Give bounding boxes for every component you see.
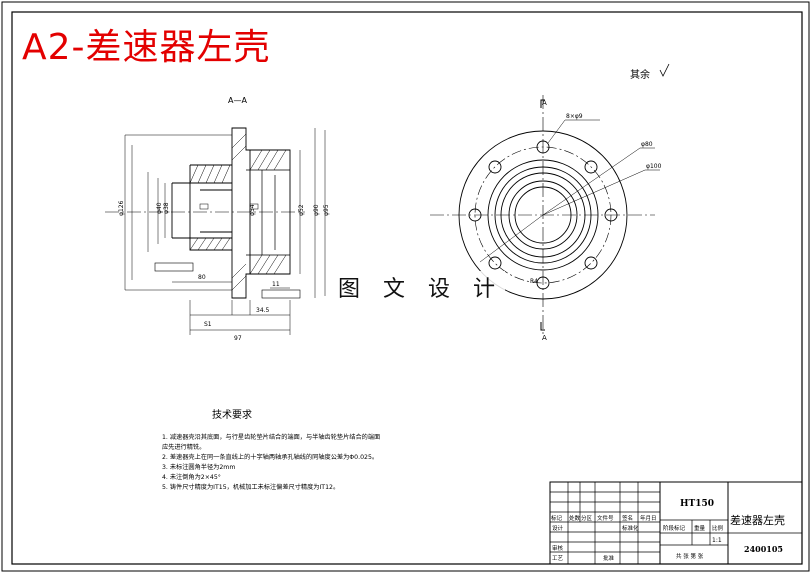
tb-zone: 分区 (581, 514, 593, 522)
dim-label: 34.5 (256, 307, 270, 314)
flange-outer-circle (458, 130, 628, 300)
bolt-hole (488, 160, 502, 174)
dim-label: 8×φ9 (566, 113, 583, 120)
front-view (430, 95, 660, 335)
inner-border (11, 11, 803, 565)
section-view-a-a (105, 127, 326, 335)
dim-label: φ95 (323, 204, 330, 216)
dimension-lines (124, 128, 326, 335)
tb-doc-no: 文件号 (597, 514, 614, 522)
tech-note: 4. 未注倒角为2×45° (162, 474, 221, 481)
tb-drawing-no: 2400105 (744, 544, 783, 554)
bolt-hole (488, 256, 502, 270)
tb-part-name: 差速器左壳 (730, 513, 785, 527)
dim-label: R4 (530, 278, 538, 285)
dimension-labels-left: S1 34.5 97 80 11 φ38 φ40 φ54 φ52 φ90 φ95… (118, 200, 330, 342)
dim-label: φ54 (249, 204, 256, 216)
dim-label: φ90 (313, 204, 320, 216)
dim-label: φ80 (641, 141, 653, 148)
tb-sheets: 共 张 第 张 (676, 552, 704, 560)
bolt-hole (584, 160, 598, 174)
dim-label: φ100 (646, 163, 662, 170)
tb-review: 审核 (552, 544, 564, 552)
bolt-hole (468, 208, 482, 222)
bolt-hole (536, 140, 550, 154)
dim-label: 80 (198, 274, 206, 281)
section-marker-bottom: A (542, 334, 547, 342)
tb-standard: 标准化 (622, 524, 639, 532)
tb-process: 工艺 (552, 555, 564, 562)
bolt-hole (536, 276, 550, 290)
flange-outline (231, 127, 251, 299)
tb-design: 设计 (552, 524, 564, 532)
dim-label: φ52 (298, 204, 305, 216)
tb-material: HT150 (680, 499, 714, 509)
hatching (189, 133, 287, 291)
tb-stage: 阶段标记 (663, 524, 686, 532)
section-marker-top: A (542, 99, 547, 107)
dim-label: 11 (272, 281, 280, 288)
tb-count: 处数 (569, 514, 581, 522)
tech-note: 应先进行精铣。 (162, 444, 206, 451)
tech-note: 2. 差速器壳上在同一条直线上的十字轴两轴承孔轴线的同轴度公差为Φ0.025。 (162, 454, 379, 461)
bolt-hole (584, 256, 598, 270)
tb-scale: 1:1 (712, 537, 722, 544)
dim-label: 97 (234, 335, 242, 342)
dim-label: φ38 (163, 202, 170, 214)
tb-date: 年月日 (640, 514, 657, 522)
dimension-labels-right: 8×φ9 φ80 φ100 R4 A A (530, 99, 662, 342)
section-label: A—A (228, 96, 247, 105)
tb-mark: 标记 (551, 514, 563, 522)
watermark-text: 图 文 设 计 (336, 271, 505, 303)
tolerance-frame (261, 289, 301, 299)
inner-bore (171, 182, 232, 239)
tech-note: 5. 铸件尺寸精度为IT15，机械加工未标注偏差尺寸精度为IT12。 (162, 484, 340, 491)
dim-label: φ126 (118, 200, 125, 216)
tolerance-frame (154, 262, 194, 272)
roughness-symbol (659, 63, 670, 77)
bolt-holes (468, 140, 618, 290)
tb-ratio: 比例 (712, 524, 724, 532)
drawing-title: A2-差速器左壳 (22, 27, 271, 68)
bolt-hole (604, 208, 618, 222)
dim-label: φ40 (156, 202, 163, 214)
tech-note: 3. 未标注圆角半径为2mm (162, 464, 236, 471)
dim-label: S1 (204, 321, 212, 328)
tech-note: 1. 减速器壳沿其底面，与行星齿轮垫片结合的端面，与半轴齿轮垫片结合的端面 (162, 434, 381, 441)
tech-requirements-list: 1. 减速器壳沿其底面，与行星齿轮垫片结合的端面，与半轴齿轮垫片结合的端面 应先… (162, 433, 380, 493)
roughness-note: 其余 (630, 70, 650, 81)
tb-approve: 批准 (603, 554, 615, 562)
title-block (549, 481, 803, 565)
title-block-text: 标记 处数 分区 文件号 签名 年月日 设计 标准化 审核 工艺 批准 阶段标记… (551, 499, 785, 562)
bolt-circle (474, 146, 612, 284)
tech-requirements-heading: 技术要求 (212, 410, 252, 421)
tb-sign: 签名 (622, 514, 633, 522)
tb-weight: 重量 (694, 524, 706, 532)
